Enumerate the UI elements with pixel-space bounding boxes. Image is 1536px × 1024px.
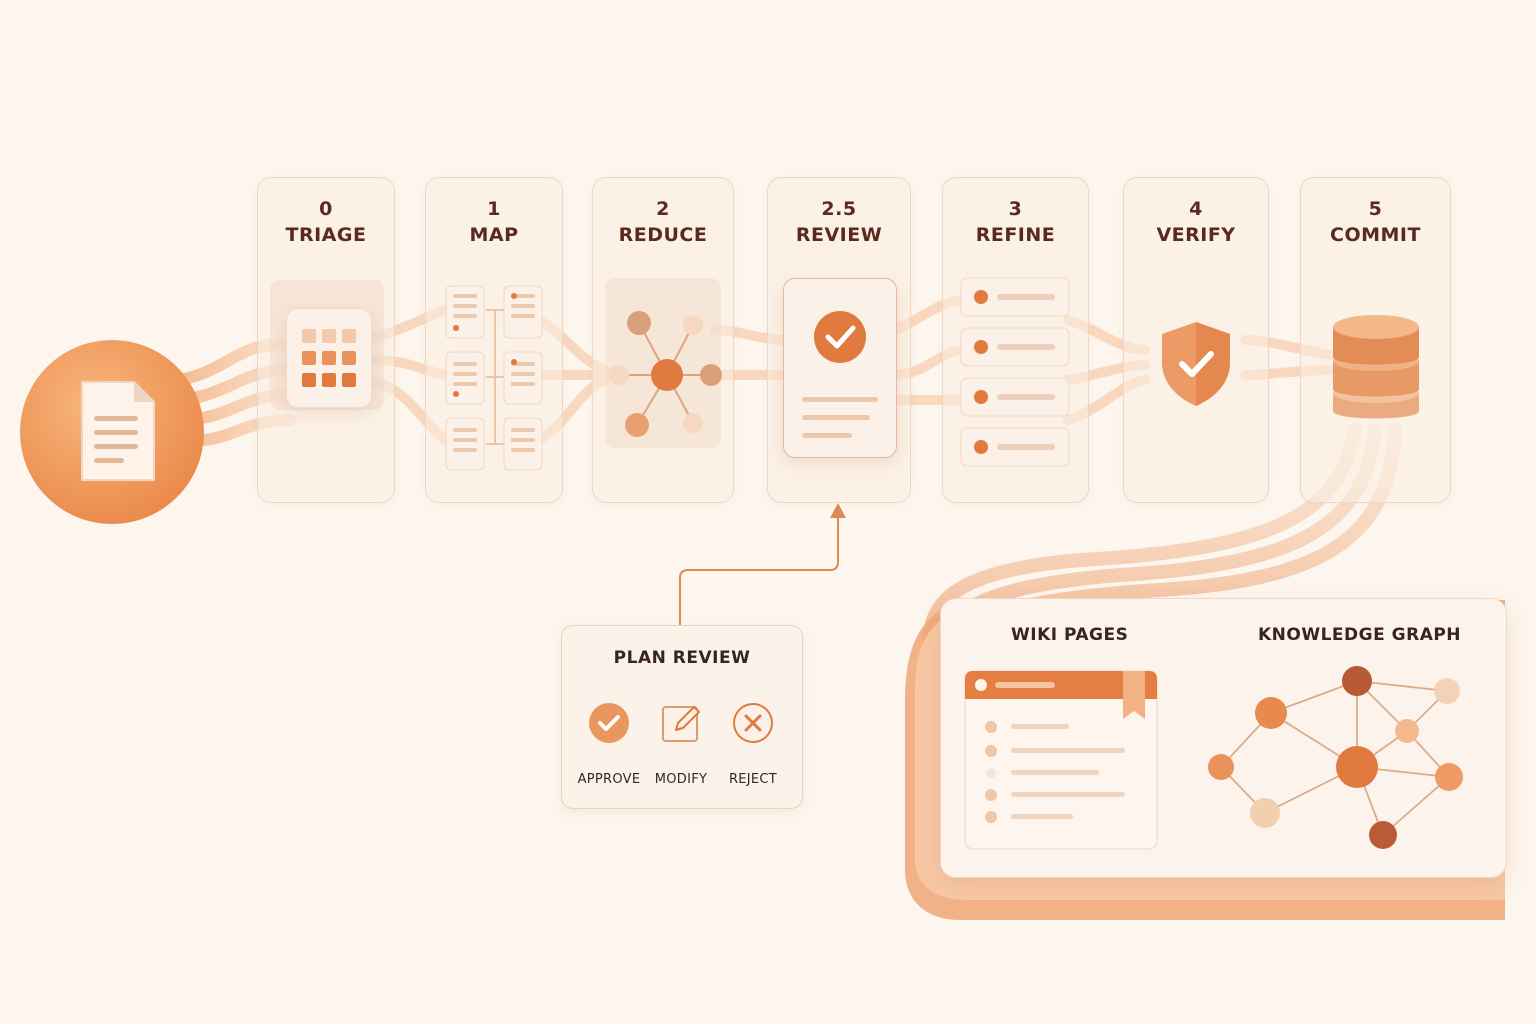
list-icon xyxy=(960,277,1070,467)
approve-label[interactable]: APPROVE xyxy=(577,772,641,787)
stage-triage[interactable]: 0 TRIAGE xyxy=(257,177,395,503)
check-document-icon xyxy=(783,278,897,458)
stage-review[interactable]: 2.5 REVIEW xyxy=(767,177,911,503)
stage-name: COMMIT xyxy=(1330,224,1421,246)
stage-map[interactable]: 1 MAP xyxy=(425,177,563,503)
stage-refine[interactable]: 3 REFINE xyxy=(942,177,1089,503)
shield-check-icon xyxy=(1162,322,1230,406)
stage-name: TRIAGE xyxy=(285,224,367,246)
stage-number: 4 xyxy=(1189,198,1203,220)
edit-icon[interactable] xyxy=(660,700,704,744)
stage-number: 0 xyxy=(319,198,333,220)
close-icon[interactable] xyxy=(732,702,774,744)
stage-number: 3 xyxy=(1008,198,1023,220)
stage-number: 1 xyxy=(487,198,501,220)
hub-icon xyxy=(609,311,722,437)
stage-name: MAP xyxy=(469,224,519,246)
stage-reduce[interactable]: 2 REDUCE xyxy=(592,177,734,503)
wiki-pages-title: WIKI PAGES xyxy=(1011,625,1129,645)
stage-commit[interactable]: 5 COMMIT xyxy=(1300,177,1451,503)
grid-icon xyxy=(286,308,372,408)
stage-number: 2.5 xyxy=(821,198,857,220)
stage-verify[interactable]: 4 VERIFY xyxy=(1123,177,1269,503)
wiki-page-icon xyxy=(964,670,1158,850)
chunks-icon xyxy=(445,285,543,471)
database-icon xyxy=(1333,315,1419,419)
stage-name: VERIFY xyxy=(1156,224,1236,246)
output-card: WIKI PAGES KNOWLEDGE GRAPH xyxy=(940,598,1507,878)
stage-number: 5 xyxy=(1368,198,1383,220)
stage-name: REFINE xyxy=(975,224,1056,246)
document-icon xyxy=(81,381,155,481)
reject-label[interactable]: REJECT xyxy=(728,772,778,787)
graph-icon xyxy=(1208,666,1463,849)
check-icon[interactable] xyxy=(588,702,630,744)
stage-name: REDUCE xyxy=(618,224,708,246)
modify-label[interactable]: MODIFY xyxy=(654,772,708,787)
stage-number: 2 xyxy=(656,198,670,220)
plan-review-title: PLAN REVIEW xyxy=(613,648,751,668)
knowledge-graph-title: KNOWLEDGE GRAPH xyxy=(1258,625,1462,645)
plan-review-panel: PLAN REVIEW APPROVE MODIFY REJECT xyxy=(561,625,803,809)
stage-name: REVIEW xyxy=(795,224,883,246)
